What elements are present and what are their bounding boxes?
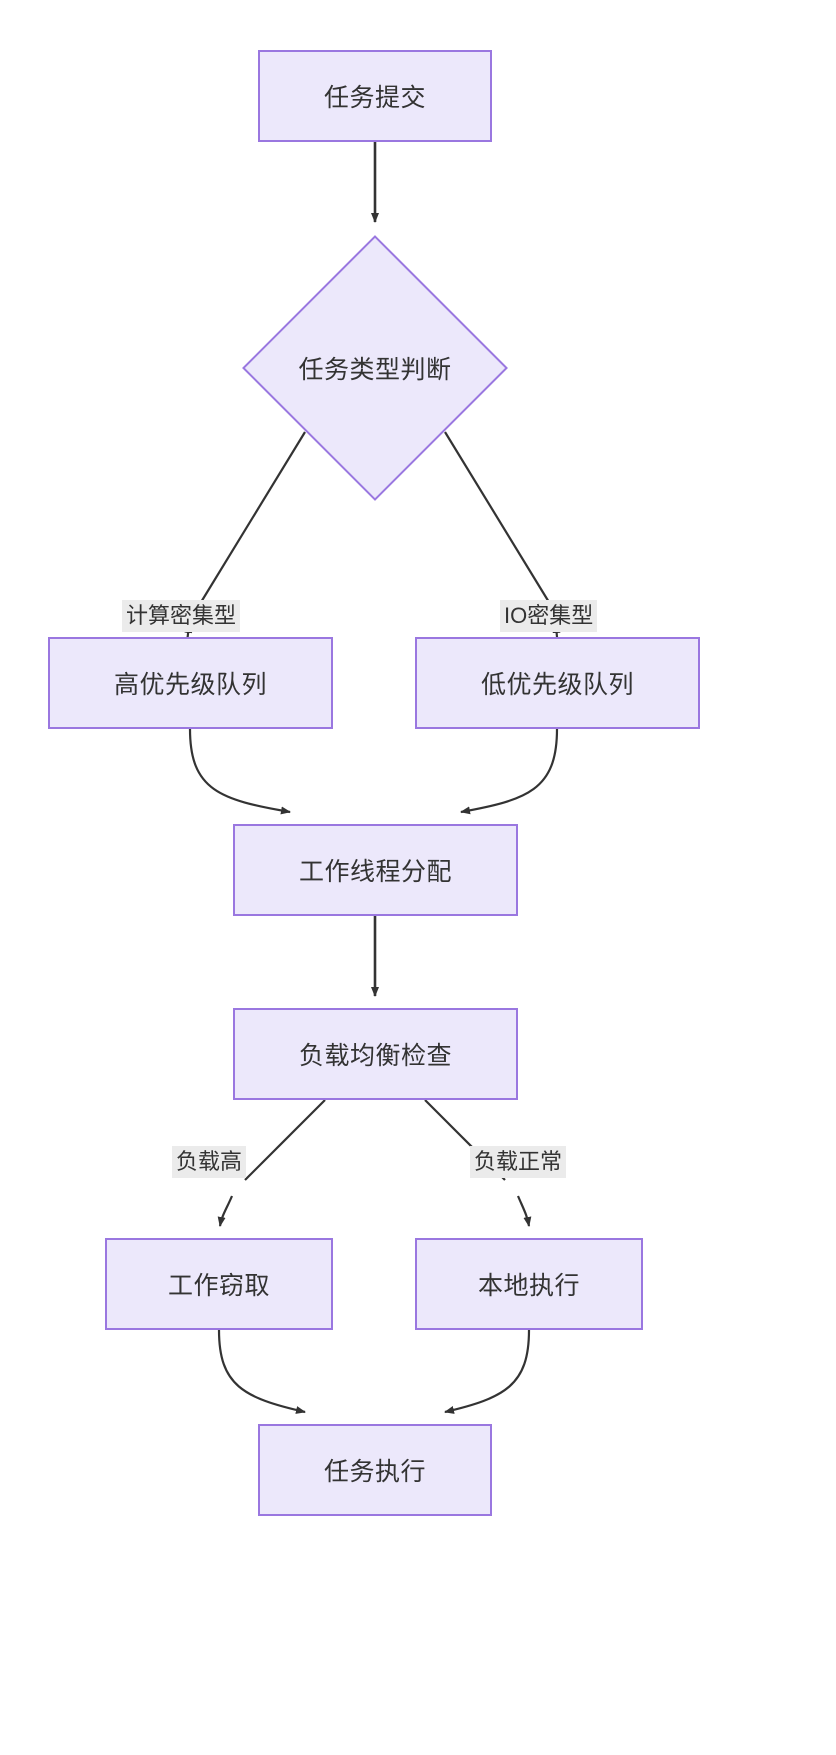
node-task-execution[interactable]: 任务执行 (258, 1424, 492, 1516)
node-label: 工作窃取 (167, 1272, 270, 1300)
edge-local-to-execute (444, 1329, 531, 1414)
node-label: 任务执行 (323, 1458, 426, 1486)
node-worker-thread-allocation[interactable]: 工作线程分配 (233, 824, 518, 916)
edge-label-load-high: 负载高 (172, 1146, 247, 1178)
edge-local-arrow (516, 1195, 532, 1227)
node-task-type-decision[interactable]: 任务类型判断 (242, 235, 508, 501)
edge-classify-to-low-queue (444, 431, 556, 613)
diamond-shape (242, 235, 508, 501)
edge-classify-to-high-queue (194, 431, 306, 613)
edge-low-queue-to-worker (460, 728, 559, 815)
edge-loadcheck-to-steal (244, 1099, 326, 1181)
node-work-stealing[interactable]: 工作窃取 (105, 1238, 333, 1330)
node-label: 工作线程分配 (298, 858, 452, 886)
node-low-priority-queue[interactable]: 低优先级队列 (415, 637, 700, 729)
edge-label-load-normal: 负载正常 (470, 1146, 567, 1178)
edge-steal-arrow (217, 1195, 234, 1227)
node-label: 本地执行 (477, 1272, 580, 1300)
edge-high-queue-to-worker (188, 728, 291, 815)
node-task-submit[interactable]: 任务提交 (258, 50, 492, 142)
edge-label-io-intensive: IO密集型 (500, 600, 598, 632)
edge-steal-to-execute (217, 1329, 306, 1414)
node-high-priority-queue[interactable]: 高优先级队列 (48, 637, 333, 729)
node-local-execution[interactable]: 本地执行 (415, 1238, 643, 1330)
node-label: 任务提交 (323, 84, 426, 112)
edge-label-compute-intensive: 计算密集型 (122, 600, 241, 632)
node-label: 低优先级队列 (480, 671, 634, 699)
node-load-balance-check[interactable]: 负载均衡检查 (233, 1008, 518, 1100)
node-label: 负载均衡检查 (298, 1042, 452, 1070)
node-label: 高优先级队列 (113, 671, 267, 699)
